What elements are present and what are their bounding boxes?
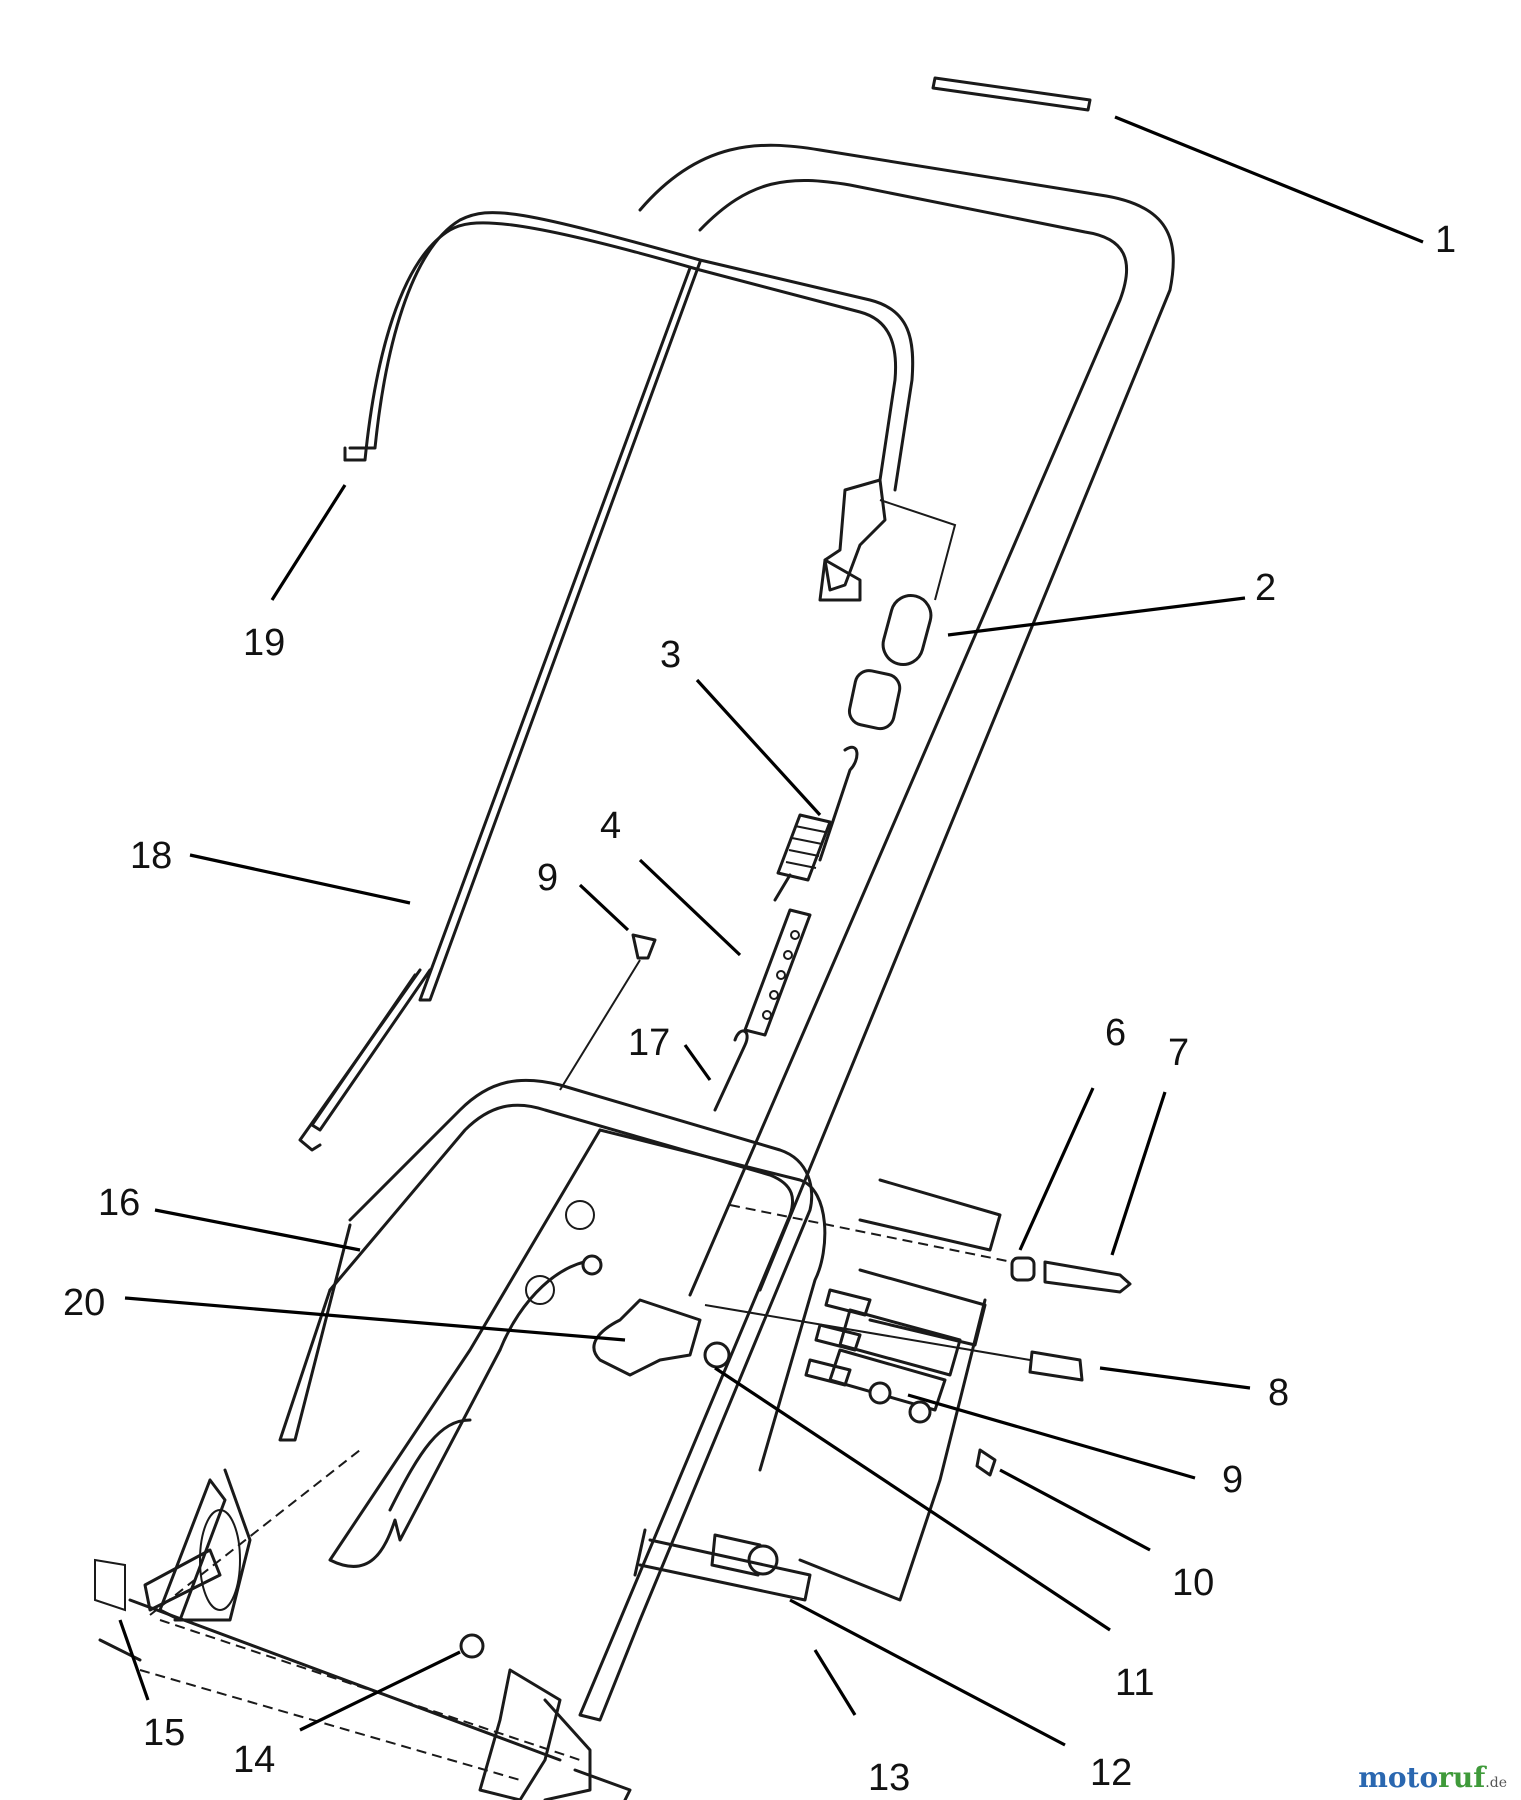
part-13-bar <box>633 1528 812 1602</box>
callout-15: 15 <box>143 1712 185 1754</box>
callout-3: 3 <box>660 634 681 676</box>
callout-16: 16 <box>98 1182 140 1224</box>
part-4-plate <box>743 908 812 1037</box>
callout-13: 13 <box>868 1757 910 1799</box>
part-12-bolt <box>710 1533 779 1577</box>
callout-17: 17 <box>628 1022 670 1064</box>
side-plate <box>328 1128 602 1568</box>
callout-7: 7 <box>1168 1032 1189 1074</box>
callout-8: 8 <box>1268 1372 1289 1414</box>
callout-6: 6 <box>1105 1012 1126 1054</box>
callout-9-lower: 9 <box>1222 1459 1243 1501</box>
part-11-nut <box>581 1254 731 1369</box>
part-8-bolt <box>704 1304 1084 1382</box>
callout-18: 18 <box>130 835 172 877</box>
part-1-grip <box>931 76 1092 112</box>
part-20-bracket <box>592 1298 702 1377</box>
callout-14: 14 <box>233 1739 275 1781</box>
part-3-spring <box>773 669 902 902</box>
upper-handle <box>638 143 1175 1297</box>
mounting-plate <box>598 1128 1002 1602</box>
callout-1: 1 <box>1435 219 1456 261</box>
cross-tube <box>94 1449 581 1781</box>
pivot-bracket-left <box>143 1468 252 1622</box>
part-9-nut <box>908 1400 932 1424</box>
callout-2: 2 <box>1255 567 1276 609</box>
part-14-nut <box>459 1633 485 1659</box>
callout-11: 11 <box>1115 1662 1154 1704</box>
part-16-lower-handle <box>278 1078 814 1722</box>
watermark-logo: motoruf.de <box>1358 1761 1507 1794</box>
callout-labels: 1 2 3 4 6 7 8 9 9 10 11 12 13 14 15 16 1… <box>63 219 1456 1799</box>
callout-10: 10 <box>1172 1562 1214 1604</box>
part-10-screw <box>975 1448 997 1477</box>
part-9-upper-fastener <box>559 933 657 1091</box>
part-6-spacer <box>1010 1256 1036 1282</box>
part-18-19-bail <box>298 211 915 1152</box>
callout-19: 19 <box>243 622 285 664</box>
callout-4: 4 <box>600 805 621 847</box>
part-2-bracket <box>818 478 957 666</box>
part-17-pin <box>713 1029 749 1112</box>
part-7-bolt <box>729 1204 1132 1294</box>
callout-9-upper: 9 <box>537 857 558 899</box>
leader-lines <box>118 115 1424 1747</box>
part-9-washer <box>868 1381 892 1405</box>
pivot-bracket-right <box>478 1668 632 1800</box>
callout-12: 12 <box>1090 1752 1132 1794</box>
callout-20: 20 <box>63 1282 105 1324</box>
